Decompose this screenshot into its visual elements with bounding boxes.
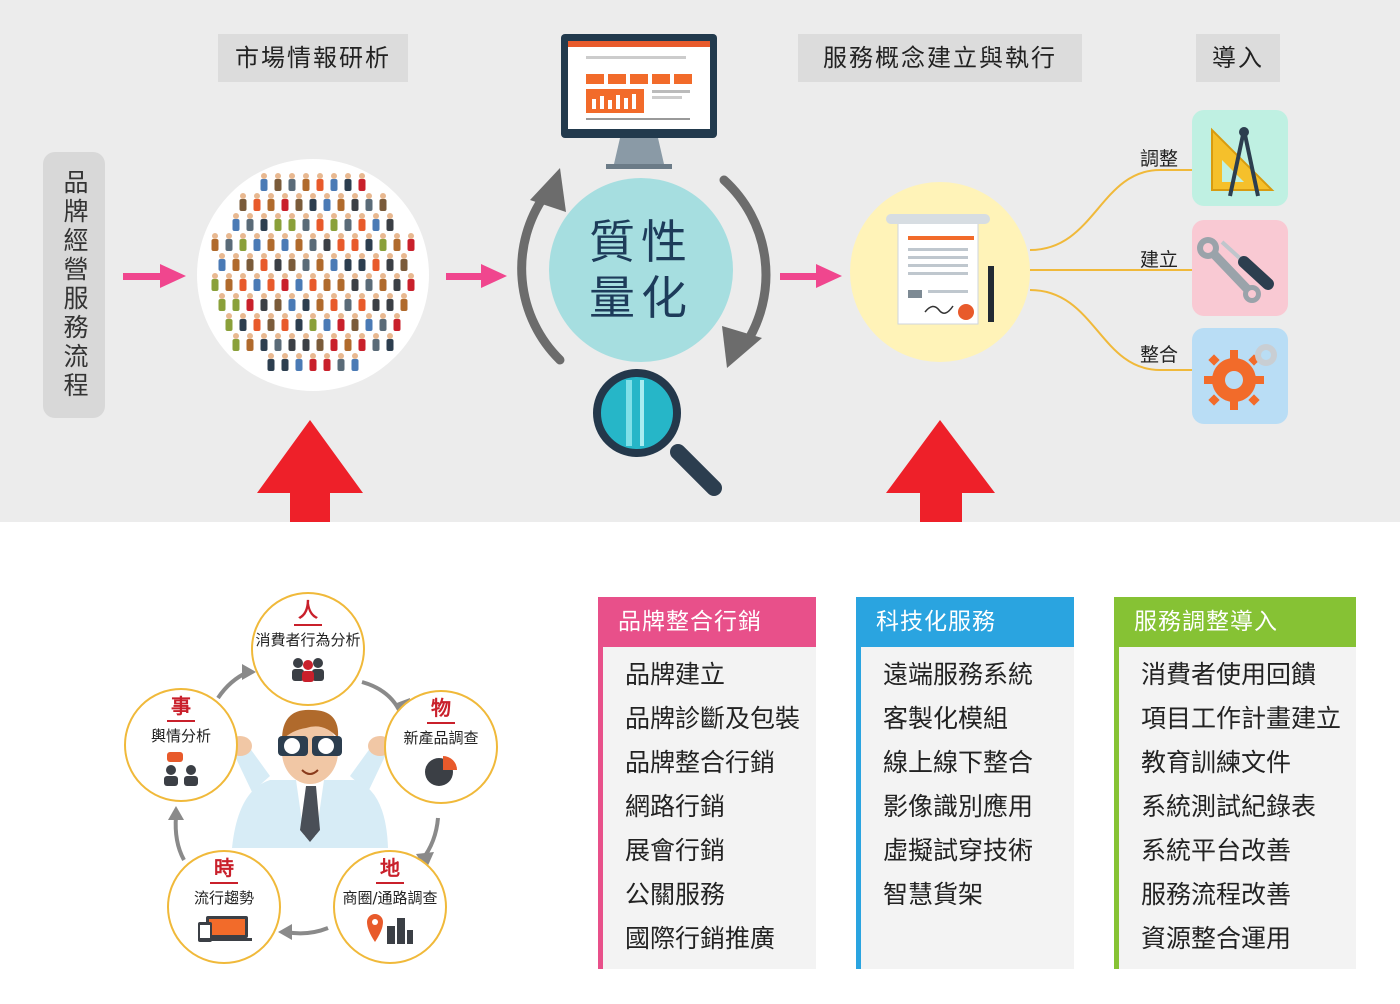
- list-item: 遠端服務系統: [883, 660, 1034, 689]
- list-item: 公關服務: [625, 880, 726, 909]
- people-group-icon: [253, 656, 363, 686]
- cycle-arrows: [517, 175, 771, 365]
- list-item: 品牌建立: [625, 660, 726, 689]
- column-tech-service-list: 遠端服務系統客製化模組線上線下整合影像識別應用虛擬試穿技術智慧貨架: [856, 647, 1074, 969]
- column-service-import-title: 服務調整導入: [1114, 597, 1356, 647]
- column-brand-marketing: 品牌整合行銷 品牌建立品牌診斷及包裝品牌整合行銷網路行銷展會行銷公關服務國際行銷…: [598, 597, 816, 969]
- list-item: 項目工作計畫建立: [1141, 704, 1342, 733]
- column-brand-marketing-list: 品牌建立品牌診斷及包裝品牌整合行銷網路行銷展會行銷公關服務國際行銷推廣: [598, 647, 816, 969]
- cycle-node-people: 人 消費者行為分析: [251, 592, 365, 706]
- list-item: 教育訓練文件: [1141, 748, 1292, 777]
- cycle-node-time-head: 時: [214, 856, 234, 880]
- cycle-node-people-head: 人: [298, 598, 318, 622]
- list-item: 智慧貨架: [883, 880, 984, 909]
- branch-lines: [1029, 169, 1194, 371]
- pink-arrow-1: [123, 264, 186, 288]
- list-item: 虛擬試穿技術: [883, 836, 1034, 865]
- cycle-node-time: 時 流行趨勢: [167, 850, 281, 964]
- process-diagram: [123, 34, 1288, 522]
- cycle-node-place-head: 地: [380, 856, 400, 880]
- contract-icon: [886, 214, 994, 325]
- qualitative-circle: [549, 178, 733, 362]
- cycle-node-product-sub: 新產品調查: [403, 729, 479, 747]
- devices-icon: [169, 914, 279, 948]
- red-up-arrow-right: [886, 420, 995, 522]
- cycle-node-product: 物 新產品調查: [384, 690, 498, 804]
- stage-label-market: 市場情報研析: [218, 34, 408, 82]
- discussion-icon: [126, 752, 236, 790]
- pink-arrow-2: [446, 264, 507, 288]
- pie-chart-icon: [386, 754, 496, 792]
- monitor-icon: [561, 34, 717, 169]
- list-item: 系統測試紀錄表: [1141, 792, 1317, 821]
- tools-icon: [1197, 237, 1274, 303]
- magnifier-icon: [593, 369, 722, 496]
- list-item: 系統平台改善: [1141, 836, 1292, 865]
- branch-label-build: 建立: [1140, 249, 1179, 271]
- branch-label-integrate: 整合: [1140, 344, 1179, 366]
- tile-build: [1192, 220, 1288, 316]
- cycle-node-event-sub: 輿情分析: [150, 727, 211, 745]
- location-building-icon: [335, 912, 445, 950]
- analyst-figure: [228, 709, 392, 848]
- list-item: 服務流程改善: [1141, 880, 1292, 909]
- ruler-compass-icon: [1211, 127, 1275, 197]
- cycle-arrowhead-1: [530, 168, 566, 212]
- list-item: 展會行銷: [625, 836, 726, 865]
- column-brand-marketing-title: 品牌整合行銷: [598, 597, 816, 647]
- list-item: 品牌診斷及包裝: [625, 704, 801, 733]
- column-service-import-list: 消費者使用回饋項目工作計畫建立教育訓練文件系統測試紀錄表系統平台改善服務流程改善…: [1114, 647, 1356, 969]
- list-item: 客製化模組: [883, 704, 1009, 733]
- cycle-node-event-head: 事: [171, 694, 191, 718]
- stage-label-import: 導入: [1196, 34, 1280, 82]
- red-up-arrow-left: [257, 420, 363, 522]
- column-tech-service-title: 科技化服務: [856, 597, 1074, 647]
- cycle-node-place: 地 商圈/通路調查: [333, 850, 447, 964]
- list-item: 影像識別應用: [883, 792, 1034, 821]
- pink-arrow-3: [780, 264, 842, 288]
- list-item: 品牌整合行銷: [625, 748, 776, 777]
- column-tech-service: 科技化服務 遠端服務系統客製化模組線上線下整合影像識別應用虛擬試穿技術智慧貨架: [856, 597, 1074, 969]
- list-item: 資源整合運用: [1141, 924, 1292, 953]
- cycle-node-event: 事 輿情分析: [124, 688, 238, 802]
- column-service-import: 服務調整導入 消費者使用回饋項目工作計畫建立教育訓練文件系統測試紀錄表系統平台改…: [1114, 597, 1356, 969]
- cycle-node-product-head: 物: [431, 696, 451, 720]
- gears-icon: [1204, 344, 1277, 410]
- vertical-process-label: 品牌經營服務流程: [43, 152, 105, 418]
- cycle-node-time-sub: 流行趨勢: [193, 889, 254, 907]
- list-item: 網路行銷: [625, 792, 726, 821]
- list-item: 消費者使用回饋: [1141, 660, 1317, 689]
- branch-label-adjust: 調整: [1140, 148, 1179, 170]
- cycle-arrowhead-2: [722, 326, 762, 368]
- cycle-node-people-sub: 消費者行為分析: [255, 631, 361, 649]
- cycle-diagram: [168, 664, 440, 940]
- center-line-2: 量化: [589, 271, 693, 325]
- list-item: 國際行銷推廣: [625, 924, 776, 953]
- center-line-1: 質性: [589, 215, 693, 269]
- cycle-node-place-sub: 商圈/通路調查: [342, 889, 438, 907]
- crowd-icon: [197, 159, 429, 391]
- qualitative-quantitative-text: 質性 量化: [551, 180, 731, 360]
- list-item: 線上線下整合: [883, 748, 1034, 777]
- stage-label-service: 服務概念建立與執行: [798, 34, 1082, 82]
